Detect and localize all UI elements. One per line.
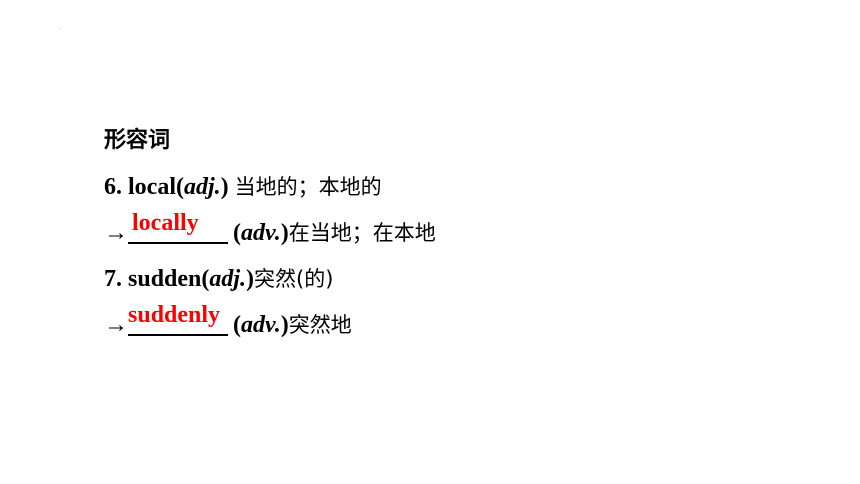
corner-marker: . <box>59 22 62 31</box>
meaning: 突然地 <box>288 313 352 337</box>
part-of-speech: adv. <box>241 220 281 246</box>
item-number: 7. <box>104 266 122 292</box>
answer-blank: suddenly <box>128 302 228 336</box>
arrow-icon: → <box>104 312 128 338</box>
pos-close: ) <box>220 174 229 200</box>
part-of-speech: adv. <box>241 312 281 338</box>
meaning: 突然(的) <box>254 267 334 291</box>
word: local( <box>128 174 184 200</box>
arrow-icon: → <box>104 220 128 246</box>
vocab-content: 形容词 6. local(adj.) 当地的；本地的 →locally(adv.… <box>104 118 436 348</box>
part-of-speech: adj. <box>183 174 221 200</box>
item-number: 6. <box>104 174 122 200</box>
meaning: 在当地；在本地 <box>288 221 436 245</box>
part-of-speech: adj. <box>209 266 247 292</box>
pos-close: ) <box>280 312 289 338</box>
answer-text: suddenly <box>128 302 221 328</box>
pos-open: ( <box>233 312 241 338</box>
vocab-item-local: 6. local(adj.) 当地的；本地的 <box>104 164 436 210</box>
vocab-item-sudden: 7. sudden(adj.)突然(的) <box>104 256 436 302</box>
meaning: 当地的；本地的 <box>234 175 382 199</box>
pos-close: ) <box>246 266 255 292</box>
derivation-locally: →locally (adv.)在当地；在本地 <box>104 210 436 256</box>
pos-open: ( <box>233 220 241 246</box>
answer-blank: locally <box>128 210 228 244</box>
answer-text: locally <box>132 210 199 236</box>
derivation-suddenly: →suddenly (adv.)突然地 <box>104 302 436 348</box>
pos-close: ) <box>280 220 289 246</box>
word: sudden( <box>128 266 210 292</box>
section-heading: 形容词 <box>104 128 171 153</box>
